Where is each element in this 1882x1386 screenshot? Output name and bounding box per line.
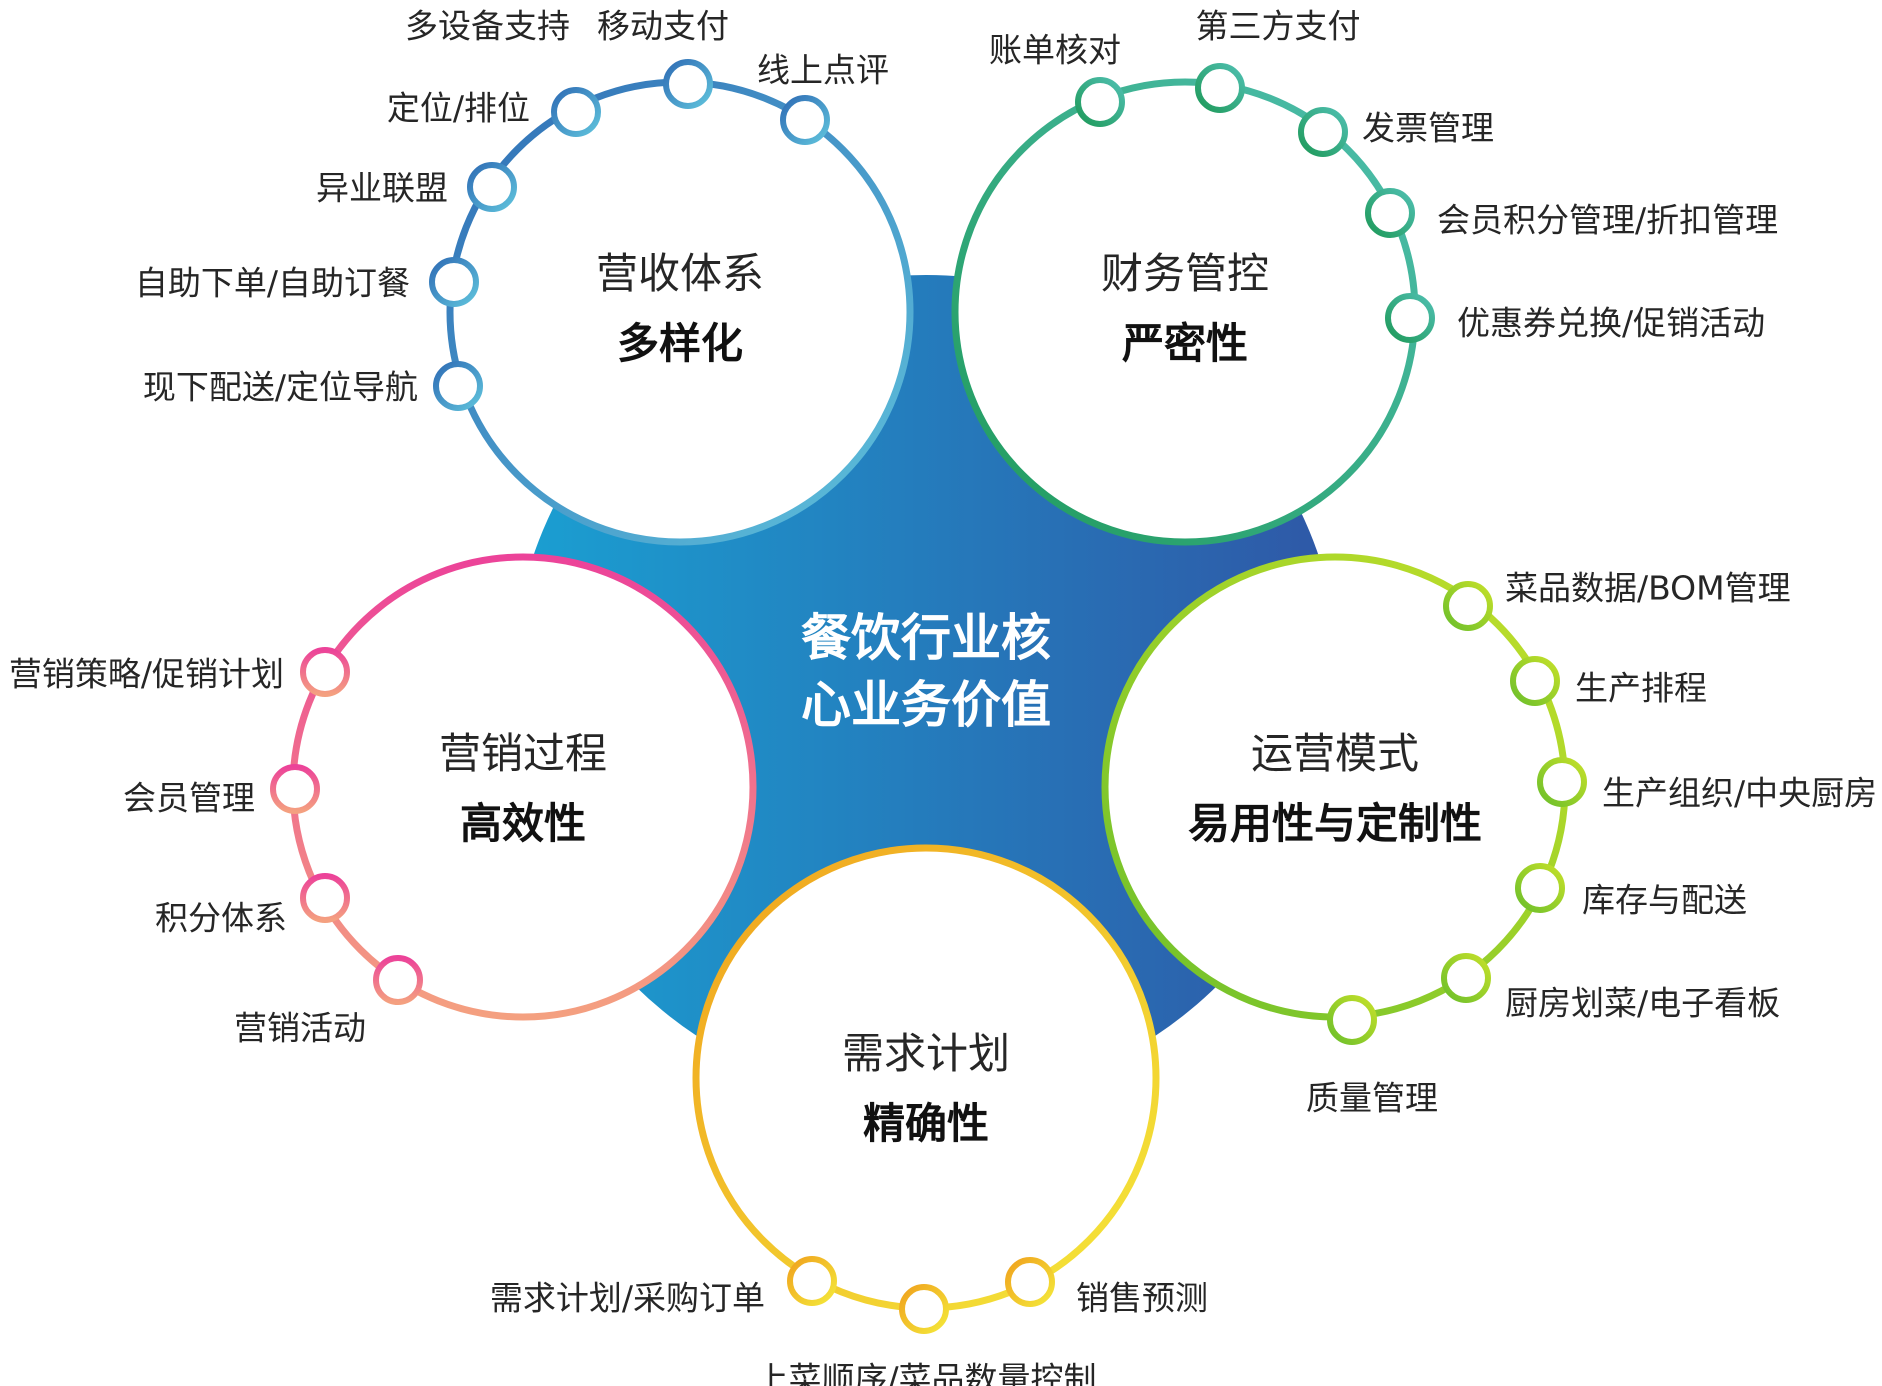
node-label: 会员积分管理/折扣管理 (1437, 201, 1778, 240)
node-label: 需求计划/采购订单 (490, 1279, 765, 1318)
node-label: 移动支付 (597, 7, 729, 46)
node-dot (899, 1284, 949, 1334)
node-label: 厨房划菜/电子看板 (1505, 984, 1780, 1023)
node-dot (270, 764, 320, 814)
node-dot (551, 87, 601, 137)
node-dot (433, 361, 483, 411)
cluster-ring-finance (951, 78, 1419, 546)
cluster-ring-demand (692, 844, 1160, 1312)
node-dot (1441, 953, 1491, 1003)
node-dot (300, 873, 350, 923)
cluster-ring-marketing (289, 553, 757, 1021)
center-title-line-1: 餐饮行业核 (801, 609, 1051, 667)
node-dot (663, 59, 713, 109)
cluster-title: 需求计划 (842, 1029, 1010, 1078)
node-label: 线上点评 (757, 51, 889, 90)
node-label: 上菜顺序/菜品数量控制 (755, 1360, 1096, 1386)
node-label: 账单核对 (989, 31, 1121, 70)
node-label: 会员管理 (123, 779, 255, 818)
cluster-title: 营销过程 (439, 729, 607, 778)
node-dot (1515, 863, 1565, 913)
node-label: 自助下单/自助订餐 (135, 264, 410, 303)
cluster-ring-operations (1101, 553, 1569, 1021)
node-label: 异业联盟 (316, 169, 448, 208)
node-dot (467, 162, 517, 212)
node-label: 第三方支付 (1196, 7, 1361, 46)
node-label: 定位/排位 (387, 89, 530, 128)
node-label: 生产排程 (1575, 669, 1707, 708)
center-title-line-2: 心业务价值 (801, 676, 1051, 734)
node-label: 生产组织/中央厨房 (1602, 774, 1877, 813)
node-dot (1537, 757, 1587, 807)
node-dot (1195, 63, 1245, 113)
node-label: 多设备支持 (405, 7, 570, 46)
node-label: 营销策略/促销计划 (9, 655, 284, 694)
node-dot (787, 1256, 837, 1306)
cluster-title: 财务管控 (1101, 249, 1269, 298)
node-label: 营销活动 (234, 1009, 366, 1048)
node-label: 现下配送/定位导航 (143, 368, 418, 407)
cluster-subtitle: 多样化 (617, 319, 743, 368)
node-dot (429, 257, 479, 307)
node-dot (373, 955, 423, 1005)
node-label: 销售预测 (1076, 1279, 1208, 1318)
node-dot (1510, 656, 1560, 706)
cluster-subtitle: 精确性 (863, 1099, 989, 1148)
node-dot (1385, 293, 1435, 343)
cluster-ring-revenue (446, 78, 914, 546)
cluster-title: 运营模式 (1251, 729, 1419, 778)
cluster-subtitle: 易用性与定制性 (1188, 799, 1482, 848)
node-label: 优惠券兑换/促销活动 (1457, 304, 1765, 343)
cluster-subtitle: 高效性 (460, 799, 586, 848)
cluster-title: 营收体系 (596, 249, 764, 298)
node-dot (1298, 107, 1348, 157)
node-dot (1443, 581, 1493, 631)
node-label: 菜品数据/BOM管理 (1505, 569, 1791, 608)
cluster-revenue: 营收体系多样化现下配送/定位导航 自助下单/自助订餐 异业联盟 定位/排位 多设备支持移… (135, 7, 914, 546)
node-dot (1005, 1257, 1055, 1307)
node-dot (1075, 77, 1125, 127)
node-label: 发票管理 (1362, 109, 1494, 148)
cluster-subtitle: 严密性 (1122, 319, 1248, 368)
node-dot (780, 95, 830, 145)
node-dot (1327, 995, 1377, 1045)
node-label: 质量管理 (1306, 1079, 1438, 1118)
node-label: 积分体系 (155, 899, 287, 938)
node-dot (1365, 188, 1415, 238)
node-dot (300, 647, 350, 697)
node-label: 库存与配送 (1582, 881, 1747, 920)
